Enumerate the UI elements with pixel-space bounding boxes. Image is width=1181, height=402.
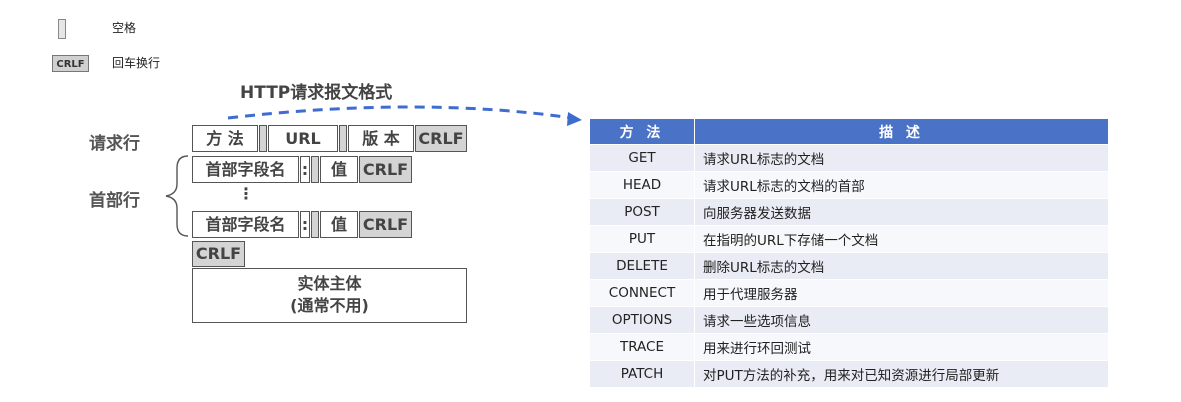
crlf-cell: CRLF <box>359 156 412 183</box>
method-name: POST <box>589 198 695 226</box>
url-cell: URL <box>268 125 338 152</box>
table-header-row: 方 法 描 述 <box>589 118 1109 145</box>
method-description: 向服务器发送数据 <box>694 198 1109 226</box>
method-cell: 方 法 <box>192 125 258 152</box>
method-description: 删除URL标志的文档 <box>694 252 1109 280</box>
method-description: 用于代理服务器 <box>694 279 1109 307</box>
method-name: PATCH <box>589 360 695 388</box>
space-cell <box>311 156 319 183</box>
header-field-name-cell: 首部字段名 <box>192 211 299 238</box>
method-description: 在指明的URL下存储一个文档 <box>694 225 1109 253</box>
vertical-ellipsis: ⋮ <box>238 184 254 203</box>
method-name: HEAD <box>589 171 695 199</box>
method-description: 对PUT方法的补充，用来对已知资源进行局部更新 <box>694 360 1109 388</box>
crlf-symbol: CRLF <box>52 55 89 72</box>
header-line-label: 首部行 <box>89 191 140 211</box>
version-cell: 版 本 <box>348 125 414 152</box>
crlf-legend-label: 回车换行 <box>112 56 161 70</box>
header-value-cell: 值 <box>320 211 358 238</box>
colon-cell: : <box>300 156 310 183</box>
header-brace <box>165 155 189 237</box>
entity-body-note: (通常不用) <box>290 296 369 315</box>
space-cell <box>259 125 267 152</box>
entity-body-title: 实体主体 <box>297 274 362 293</box>
method-description: 用来进行环回测试 <box>694 333 1109 361</box>
crlf-cell: CRLF <box>359 211 412 238</box>
space-cell <box>311 211 319 238</box>
colon-cell: : <box>300 211 310 238</box>
method-name: PUT <box>589 225 695 253</box>
method-description: 请求URL标志的文档的首部 <box>694 171 1109 199</box>
method-description: 请求一些选项信息 <box>694 306 1109 334</box>
space-symbol <box>58 19 66 39</box>
method-name: GET <box>589 144 695 172</box>
diagram-title: HTTP请求报文格式 <box>240 83 393 103</box>
header-field-name-cell: 首部字段名 <box>192 156 299 183</box>
crlf-cell: CRLF <box>415 125 467 152</box>
request-line-label: 请求行 <box>89 134 140 154</box>
method-description: 请求URL标志的文档 <box>694 144 1109 172</box>
method-name: DELETE <box>589 252 695 280</box>
column-header-description: 描 述 <box>694 118 1109 145</box>
space-legend-label: 空格 <box>112 21 137 35</box>
column-header-method: 方 法 <box>589 118 695 145</box>
entity-body-cell: 实体主体 (通常不用) <box>192 268 467 323</box>
method-name: CONNECT <box>589 279 695 307</box>
header-value-cell: 值 <box>320 156 358 183</box>
blank-line-crlf-cell: CRLF <box>192 241 245 267</box>
space-cell <box>339 125 347 152</box>
method-name: TRACE <box>589 333 695 361</box>
method-name: OPTIONS <box>589 306 695 334</box>
